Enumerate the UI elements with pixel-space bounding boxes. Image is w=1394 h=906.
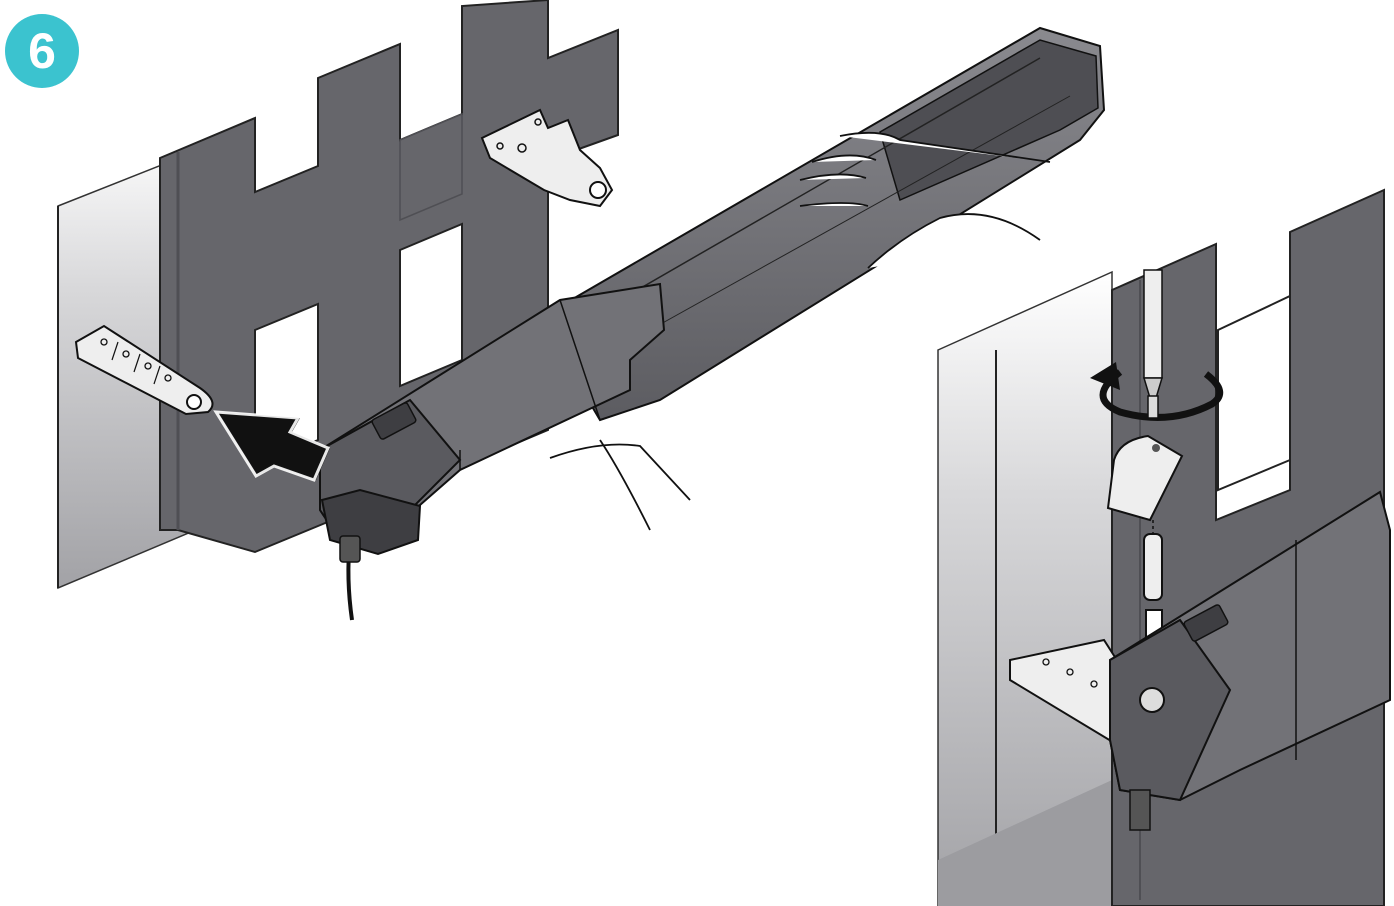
step-number: 6 (28, 23, 56, 79)
right-scene (937, 188, 1391, 906)
gate-operator (319, 26, 1106, 621)
screwdriver (1142, 269, 1164, 399)
gate-window-2 (399, 222, 463, 388)
left-scene (57, 0, 1106, 621)
right-pillar (937, 270, 1113, 906)
hinge-pin (1143, 533, 1163, 601)
rotation-arrow-icon (1090, 362, 1224, 421)
detail-operator (1109, 490, 1391, 831)
gate-bracket (480, 108, 614, 208)
pillar-bracket (74, 324, 214, 416)
cap-piece (1106, 434, 1184, 522)
gate-window-3 (399, 112, 463, 222)
step-number-badge: 6 (5, 14, 79, 88)
hands (549, 131, 1051, 531)
insert-arrow-icon (213, 410, 330, 482)
